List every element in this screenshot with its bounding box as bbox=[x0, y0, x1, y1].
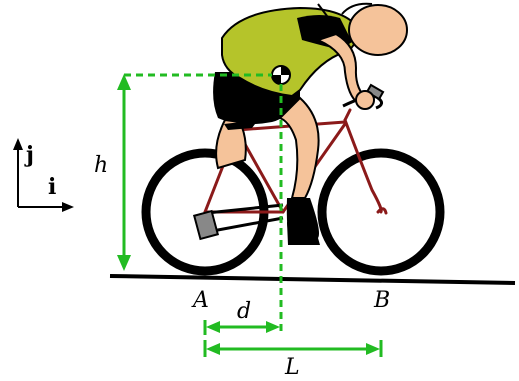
front-wheel bbox=[317, 148, 445, 276]
rider-arms bbox=[315, 32, 375, 110]
drivetrain bbox=[192, 203, 284, 241]
rider-head bbox=[317, 2, 408, 56]
label-h: h bbox=[94, 153, 108, 178]
rider-legs bbox=[213, 72, 320, 245]
label-B: B bbox=[373, 288, 390, 313]
unit-vector-j: j bbox=[24, 142, 34, 168]
ground-line bbox=[109, 274, 516, 285]
label-d: d bbox=[237, 299, 251, 324]
label-A: A bbox=[191, 288, 209, 313]
label-L: L bbox=[284, 355, 300, 380]
height-dimension: h bbox=[94, 73, 272, 271]
center-of-mass-icon bbox=[271, 65, 291, 85]
coordinate-axes: j i bbox=[13, 138, 74, 212]
wheelbase-L-dimension: L bbox=[203, 340, 383, 380]
unit-vector-i: i bbox=[48, 174, 56, 200]
saddle bbox=[224, 120, 258, 130]
distance-d-dimension: d bbox=[203, 299, 280, 335]
